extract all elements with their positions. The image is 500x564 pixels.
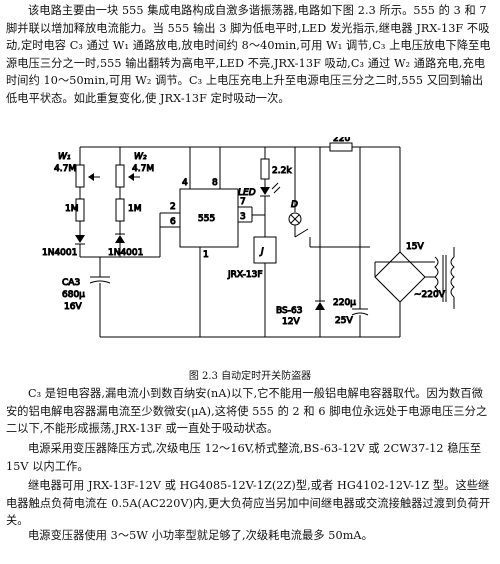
label-cap2: 220μ bbox=[333, 298, 356, 308]
relay-coil bbox=[253, 236, 277, 264]
label-ic: 555 bbox=[198, 214, 215, 224]
figure-caption: 图 2.3 自动定时开关防盗器 bbox=[188, 371, 312, 382]
paragraph-transformer: 电源变压器使用 3～5W 小功率型就足够了,次级耗电流最多 50mA。 bbox=[28, 529, 373, 542]
d2-diode-icon bbox=[115, 235, 125, 243]
label-pin2: 2 bbox=[170, 202, 176, 212]
r2-resistor bbox=[115, 198, 125, 222]
label-w1: W₁ bbox=[58, 152, 71, 162]
label-r1: 1M bbox=[65, 204, 79, 214]
label-lamp-d: D bbox=[291, 200, 298, 210]
label-led: LED bbox=[238, 188, 256, 198]
label-ca3: CA3 bbox=[62, 278, 80, 288]
label-r3: 2.2k bbox=[272, 166, 292, 176]
label-relay-j: J bbox=[259, 247, 264, 257]
paragraph-power-supply: 电源采用变压器降压方式,次级电压 12～16V,桥式整流,BS-63-12V 或… bbox=[6, 442, 482, 473]
w1-potentiometer bbox=[75, 164, 85, 188]
transformer-primary bbox=[450, 256, 455, 298]
label-pin3: 3 bbox=[240, 212, 246, 222]
ic-555 bbox=[179, 188, 239, 248]
paragraph-capacitor-note: C₃ 是钽电容器,漏电流小到数百纳安(nA)以下,它不能用一般铝电解电容器取代。… bbox=[6, 387, 488, 435]
label-mains: ~220V bbox=[414, 290, 446, 300]
label-w2-value: 4.7M bbox=[132, 164, 154, 174]
d1-diode-icon bbox=[75, 235, 85, 243]
label-pin7: 7 bbox=[240, 197, 246, 207]
label-w1-value: 4.7M bbox=[54, 164, 76, 174]
paragraph-relay-options: 继电器可用 JRX-13F-12V 或 HG4085-12V-1Z(2Z)型,或… bbox=[6, 479, 491, 527]
transformer-secondary bbox=[434, 256, 439, 298]
label-ca3-voltage: 16V bbox=[64, 302, 82, 312]
label-relay: JRX-13F bbox=[227, 270, 263, 280]
r3-resistor bbox=[260, 158, 270, 180]
label-d2: 1N4001 bbox=[108, 248, 143, 258]
label-r2: 1M bbox=[128, 204, 142, 214]
label-w2: W₂ bbox=[134, 152, 147, 162]
zener-diode-icon bbox=[315, 302, 325, 310]
paragraph-circuit-description: 该电路主要由一块 555 集成电路构成自激多谐振荡器,电路如下图 2.3 所示。… bbox=[6, 4, 491, 105]
label-d1: 1N4001 bbox=[42, 248, 77, 258]
label-pin1: 1 bbox=[203, 250, 209, 260]
label-pin4: 4 bbox=[182, 178, 188, 188]
w2-potentiometer bbox=[115, 164, 125, 188]
label-r4: 220 bbox=[333, 137, 350, 144]
label-pin6: 6 bbox=[170, 217, 176, 227]
label-ca3-value: 680μ bbox=[62, 290, 85, 300]
label-zener: BS-63 bbox=[276, 306, 302, 316]
label-cap2-voltage: 25V bbox=[335, 316, 353, 326]
label-zener-voltage: 12V bbox=[282, 317, 300, 327]
label-pin8: 8 bbox=[212, 178, 218, 188]
led-icon bbox=[260, 187, 270, 195]
circuit-diagram: W₁ 4.7M 1M 1N4001 W₂ 4.7M 1M 1N4001 555 … bbox=[42, 137, 455, 338]
r4-resistor bbox=[329, 142, 353, 152]
label-bridge-voltage: 15V bbox=[406, 242, 424, 252]
